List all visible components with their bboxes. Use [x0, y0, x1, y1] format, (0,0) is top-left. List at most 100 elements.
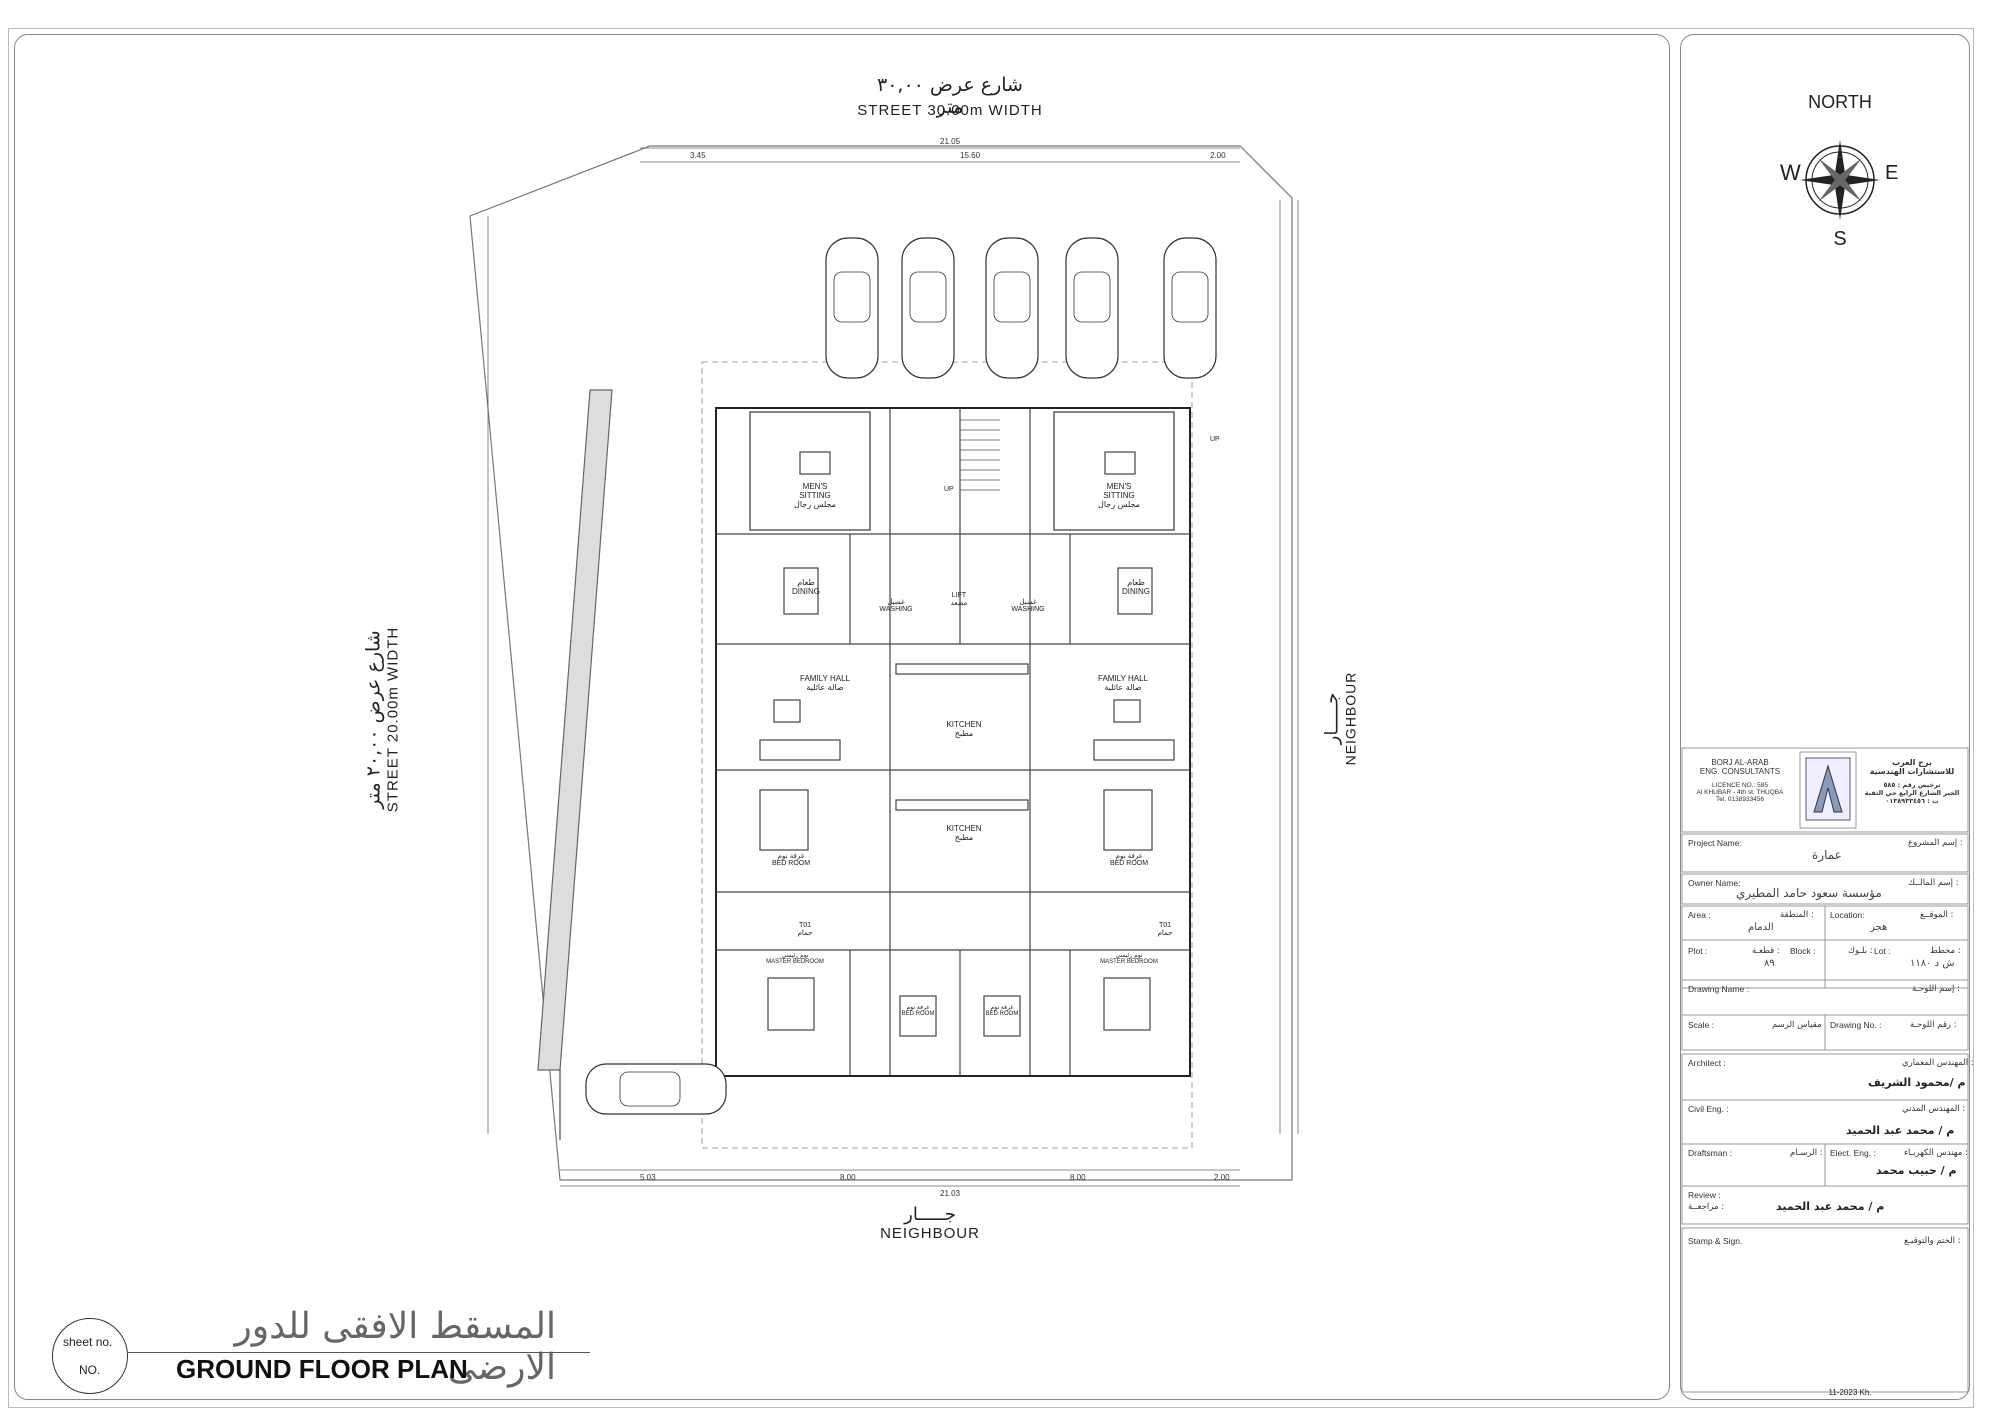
address-en: Al KHUBAR - 4th st. THUQBA	[1696, 789, 1784, 796]
room-family-hall-left: FAMILY HALL صالة عائلية	[800, 674, 850, 692]
drawing-name-label: Drawing Name :	[1688, 984, 1749, 994]
street-top-label-ar: شارع عرض ٣٠,٠٠ متر	[877, 74, 1023, 118]
svg-text:8.00: 8.00	[840, 1173, 856, 1182]
firm-ar-2: للاستشارات الهندسية	[1869, 767, 1955, 776]
draftsman-label-ar: الرسـام :	[1790, 1148, 1823, 1158]
neighbour-bottom-en: NEIGHBOUR	[880, 1225, 980, 1242]
sheet-number-badge: sheet no. NO.	[52, 1318, 128, 1394]
room-label-en: MASTER BEDROOM	[1100, 959, 1158, 965]
room-toilet-left: T01 حمام	[790, 922, 820, 937]
room-label-ar: غرفة نوم	[906, 1004, 930, 1011]
location-value: هجر	[1870, 922, 1888, 933]
stair-up-label: UP	[944, 486, 954, 493]
area-value: الدمام	[1748, 922, 1774, 933]
room-mens-sitting-left: MEN'S SITTING مجلس رجال	[790, 482, 840, 509]
compass-south: S	[1833, 228, 1847, 250]
building-outline	[715, 407, 1191, 1077]
neighbour-right-label: جـــــار NEIGHBOUR	[1322, 619, 1359, 819]
room-label-en: KITCHEN	[946, 824, 982, 833]
street-left-label-ar: شارع عرض ٢٠,٠٠ متر	[362, 630, 385, 809]
lot-value: ش د ١١٨٠	[1910, 958, 1955, 969]
firm-en-2: ENG. CONSULTANTS	[1699, 767, 1781, 776]
room-label-en: LIFT	[951, 592, 967, 599]
room-bedroom-left: غرفة نوم BED ROOM	[766, 852, 816, 867]
svg-text:2.00: 2.00	[1214, 1173, 1230, 1182]
room-lift: LIFT مصعد	[944, 592, 974, 607]
room-label-ar: طعام	[1127, 578, 1145, 587]
svg-text:2.00: 2.00	[1210, 151, 1226, 160]
room-label-en: BED ROOM	[771, 860, 811, 867]
project-name-value: عمارة	[1812, 848, 1842, 862]
draftsman-label: Draftsman :	[1688, 1148, 1732, 1158]
room-bedroom-small-right: غرفة نوم BED ROOM	[980, 1004, 1024, 1017]
elect-eng-label: Elect. Eng. :	[1830, 1148, 1876, 1158]
svg-text:5.03: 5.03	[640, 1173, 656, 1182]
plan-title: GROUND FLOOR PLAN	[176, 1354, 468, 1384]
room-label-ar: حمام	[797, 929, 813, 937]
room-label-ar: مطبخ	[954, 833, 974, 842]
scale-label: Scale :	[1688, 1020, 1714, 1030]
room-label-en: FAMILY HALL	[1098, 674, 1148, 683]
drawing-name-label-ar: إسم اللوحـة :	[1912, 984, 1960, 994]
top-dim-total: 21.05	[940, 137, 961, 146]
room-family-hall-right: FAMILY HALL صالة عائلية	[1098, 674, 1148, 692]
lot-label-ar: مخطط :	[1930, 946, 1961, 956]
architect-label: Architect :	[1688, 1058, 1726, 1068]
room-master-bedroom-right: نوم رئيسي MASTER BEDROOM	[1094, 952, 1164, 965]
stamp-label: Stamp & Sign.	[1688, 1236, 1743, 1246]
room-washing-left: غسيل WASHING	[876, 598, 916, 613]
room-label-ar: غسيل	[1019, 598, 1037, 606]
neighbour-right-ar: جـــــار	[1321, 692, 1343, 745]
room-label-en: BED ROOM	[1109, 860, 1149, 867]
room-label-ar: صالة عائلية	[1104, 683, 1142, 692]
room-label-en: KITCHEN	[946, 720, 982, 729]
room-label-en: DINING	[1122, 587, 1150, 596]
room-label-ar: مجلس رجال	[794, 500, 836, 509]
civil-eng-label: Civil Eng. :	[1688, 1104, 1729, 1114]
licence-en: LICENCE NO.: 585	[1712, 782, 1768, 789]
room-label-ar: غرفة نوم	[990, 1004, 1014, 1011]
drawing-no-label: Drawing No. :	[1830, 1020, 1882, 1030]
plot-value: ٨٩	[1764, 958, 1775, 969]
svg-text:3.45: 3.45	[690, 151, 706, 160]
room-label-en: BED ROOM	[901, 1011, 935, 1017]
owner-name-value: مؤسسة سعود حامد المطيري	[1736, 886, 1882, 900]
room-label-ar: طعام	[797, 578, 815, 587]
room-dining-left: طعام DINING	[786, 578, 826, 596]
licence-ar: ترخيص رقم : ٥٨٥	[1883, 781, 1941, 789]
room-label-ar: مطبخ	[954, 729, 974, 738]
room-label-ar: غرفة نوم	[1115, 852, 1143, 860]
room-label-en: BED ROOM	[985, 1011, 1019, 1017]
plan-title-ar: المسقط الافقى للدور الارضى	[234, 1306, 556, 1388]
entry-up-label: UP	[1210, 436, 1220, 443]
neighbour-bottom-label: جـــــار NEIGHBOUR	[860, 1204, 1000, 1242]
compass-north: NORTH	[1808, 92, 1872, 112]
room-label-en: MASTER BEDROOM	[766, 959, 824, 965]
review-value: م / محمد عبد الحميد	[1776, 1200, 1885, 1213]
street-left-label: شارع عرض ٢٠,٠٠ متر STREET 20.00m WIDTH	[363, 570, 402, 870]
room-toilet-right: T01 حمام	[1150, 922, 1180, 937]
room-label-ar: غسيل	[887, 598, 905, 606]
room-label-ar: صالة عائلية	[806, 683, 844, 692]
compass-west: W	[1780, 160, 1801, 185]
review-label-ar: مراجعــة :	[1688, 1202, 1725, 1212]
sheet-no-label: sheet no.	[63, 1335, 113, 1349]
room-dining-right: طعام DINING	[1116, 578, 1156, 596]
room-label-en: FAMILY HALL	[800, 674, 850, 683]
firm-logo	[1805, 757, 1851, 821]
review-label: Review :	[1688, 1190, 1721, 1200]
elect-eng-value: م / حبيب محمد	[1876, 1164, 1957, 1177]
location-label-ar: الموقــع :	[1920, 910, 1954, 920]
plot-label: Plot :	[1688, 946, 1708, 956]
room-label-en: MEN'S SITTING	[1103, 482, 1135, 500]
civil-eng-label-ar: المهندس المدني :	[1902, 1104, 1966, 1114]
area-label: Area :	[1688, 910, 1711, 920]
room-kitchen-lower: KITCHEN مطبخ	[944, 824, 984, 842]
title-underline	[128, 1352, 590, 1353]
compass-east: E	[1885, 162, 1899, 184]
room-master-bedroom-left: نوم رئيسي MASTER BEDROOM	[760, 952, 830, 965]
firm-ar-1: برج العرب	[1892, 758, 1932, 767]
room-kitchen-upper: KITCHEN مطبخ	[944, 720, 984, 738]
room-label-ar: مجلس رجال	[1098, 500, 1140, 509]
